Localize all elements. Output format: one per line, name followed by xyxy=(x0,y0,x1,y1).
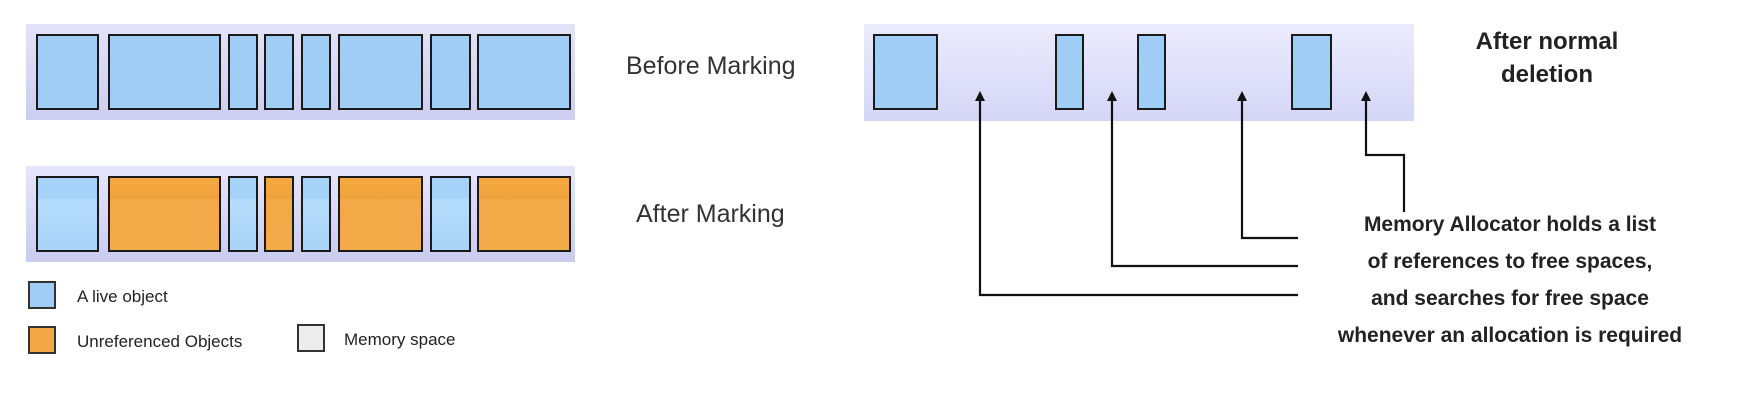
live-object-block xyxy=(477,34,571,110)
legend-unreferenced-label: Unreferenced Objects xyxy=(77,332,243,351)
live-object-block xyxy=(1291,34,1332,110)
live-object-block xyxy=(108,34,221,110)
live-object-block xyxy=(228,34,258,110)
legend-live-label: A live object xyxy=(77,287,168,306)
unreferenced-object-block xyxy=(338,176,423,252)
live-object-block xyxy=(36,34,99,110)
free-space-pointer-3 xyxy=(1237,91,1298,240)
after-marking-strip xyxy=(26,166,575,262)
allocator-note-line: of references to free spaces, xyxy=(1367,250,1653,273)
live-object-block xyxy=(1055,34,1084,110)
live-object-block xyxy=(264,34,294,110)
before-marking-label: Before Marking xyxy=(626,52,796,80)
free-space-pointer-2 xyxy=(1107,91,1298,268)
allocator-note-line: whenever an allocation is required xyxy=(1337,324,1683,347)
legend-unreferenced-swatch xyxy=(28,326,56,354)
after-marking-label: After Marking xyxy=(636,200,785,228)
legend-memory-label: Memory space xyxy=(344,330,456,349)
live-object-block xyxy=(1137,34,1166,110)
unreferenced-object-block xyxy=(477,176,571,252)
after-deletion-label-line: After normal xyxy=(1475,28,1619,55)
unreferenced-object-block xyxy=(108,176,221,252)
live-object-block xyxy=(430,34,471,110)
after-deletion-label-line: deletion xyxy=(1500,61,1593,88)
live-object-block xyxy=(301,176,331,252)
allocator-note-line: Memory Allocator holds a list xyxy=(1363,213,1657,236)
unreferenced-object-block xyxy=(264,176,294,252)
live-object-block xyxy=(338,34,423,110)
live-object-block xyxy=(430,176,471,252)
live-object-block xyxy=(873,34,938,110)
live-object-block xyxy=(228,176,258,252)
before-marking-strip xyxy=(26,24,575,120)
free-space-pointer-4 xyxy=(1361,91,1406,212)
allocator-note: Memory Allocator holds a list of referen… xyxy=(1310,206,1710,354)
allocator-note-line: and searches for free space xyxy=(1371,287,1649,310)
after-deletion-label: After normal deletion xyxy=(1417,25,1677,91)
legend-live-swatch xyxy=(28,281,56,309)
live-object-block xyxy=(301,34,331,110)
free-space-pointer-1 xyxy=(975,91,1298,297)
legend-memory-swatch xyxy=(297,324,325,352)
after-deletion-strip xyxy=(864,24,1414,121)
live-object-block xyxy=(36,176,99,252)
